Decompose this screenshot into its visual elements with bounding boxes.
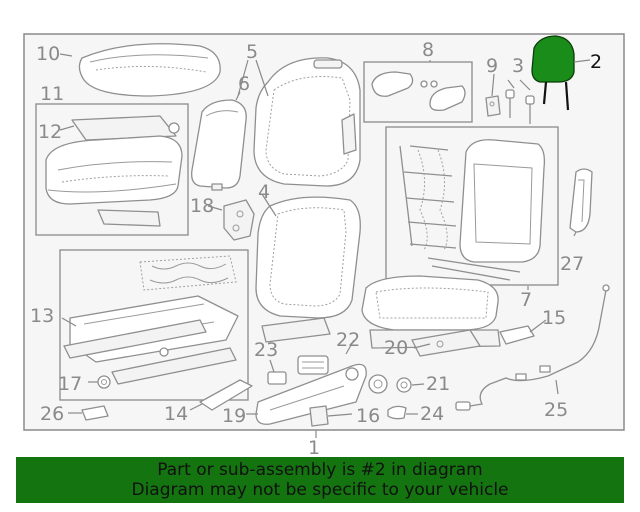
lever-14[interactable]: [199, 379, 253, 411]
callout-16: 16: [356, 405, 380, 427]
callout-3: 3: [512, 55, 524, 77]
switch-22[interactable]: [297, 355, 329, 375]
banner-line-2: Diagram may not be specific to your vehi…: [131, 480, 509, 500]
back-panel-6[interactable]: [191, 99, 247, 191]
callout-17: 17: [58, 373, 82, 395]
info-banner: Part or sub-assembly is #2 in diagram Di…: [16, 457, 624, 503]
side-trim-27[interactable]: [569, 168, 593, 233]
callout-5: 5: [246, 41, 258, 63]
recliner-20[interactable]: [411, 329, 481, 357]
cap-24[interactable]: [387, 405, 407, 420]
headrest-2[interactable]: [531, 35, 575, 111]
callout-20: 20: [384, 337, 408, 359]
callout-26: 26: [40, 403, 64, 425]
callout-15: 15: [542, 307, 566, 329]
box-11: [35, 103, 189, 236]
callout-25: 25: [544, 399, 568, 421]
callout-11: 11: [40, 83, 64, 105]
callout-2: 2: [590, 51, 602, 73]
callout-22: 22: [336, 329, 360, 351]
callout-6: 6: [238, 73, 250, 95]
callout-1: 1: [308, 437, 320, 459]
pad-26[interactable]: [81, 405, 109, 421]
connector-23[interactable]: [267, 371, 287, 385]
callout-18: 18: [190, 195, 214, 217]
side-shield-19[interactable]: [255, 363, 367, 425]
bracket-18[interactable]: [223, 199, 255, 241]
cushion-pad-10[interactable]: [78, 43, 221, 97]
callout-13: 13: [30, 305, 54, 327]
callout-9: 9: [486, 55, 498, 77]
back-trim-4[interactable]: [255, 196, 361, 343]
knob-17[interactable]: [97, 375, 111, 389]
banner-line-1: Part or sub-assembly is #2 in diagram: [157, 460, 483, 480]
module-15[interactable]: [499, 325, 535, 345]
harness-25[interactable]: [455, 284, 610, 411]
box-13: [59, 249, 249, 401]
back-frame-7[interactable]: [399, 139, 546, 281]
bolts-3[interactable]: [505, 79, 535, 124]
callout-19: 19: [222, 405, 246, 427]
knob-21[interactable]: [396, 377, 412, 393]
callout-7: 7: [520, 289, 532, 311]
armrest-8[interactable]: [371, 71, 466, 112]
callout-10: 10: [36, 43, 60, 65]
callout-4: 4: [258, 181, 270, 203]
callout-8: 8: [422, 39, 434, 61]
callout-21: 21: [426, 373, 450, 395]
callout-12: 12: [38, 121, 62, 143]
seat-adjuster-13[interactable]: [63, 255, 239, 385]
cushion-frame-12[interactable]: [45, 115, 183, 227]
box-8: [363, 61, 473, 123]
callout-23: 23: [254, 339, 278, 361]
callout-24: 24: [420, 403, 444, 425]
callout-27: 27: [560, 253, 584, 275]
back-cushion-5[interactable]: [253, 57, 361, 187]
handle-knob: [368, 374, 388, 394]
clip-9[interactable]: [485, 95, 501, 117]
bracket-16[interactable]: [309, 405, 329, 427]
callout-14: 14: [164, 403, 188, 425]
